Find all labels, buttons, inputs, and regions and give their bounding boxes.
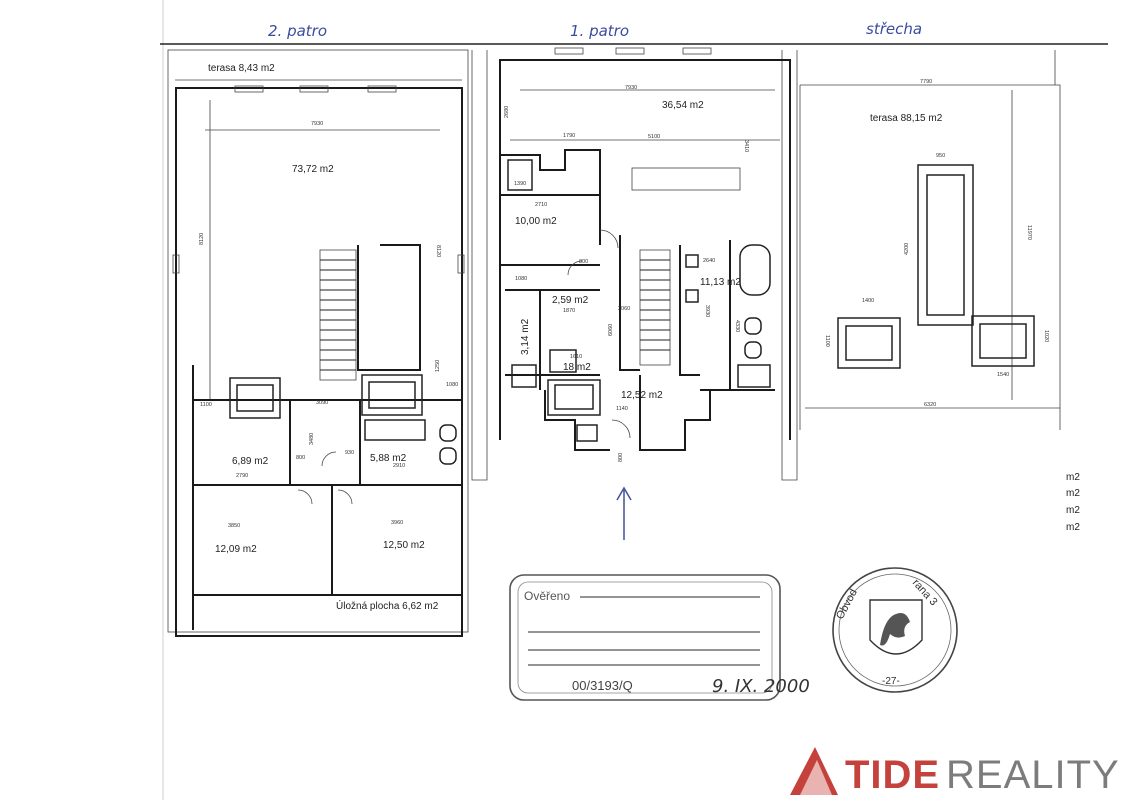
dim: 4330 — [734, 320, 740, 332]
dim: 2910 — [393, 463, 405, 469]
floor1-room1-area: 10,00 m2 — [515, 216, 557, 227]
floor1-room5-area: 11,13 m2 — [700, 277, 741, 288]
roof-skylight-a — [837, 317, 901, 369]
dim: 2790 — [236, 473, 248, 479]
dim: 2060 — [618, 306, 630, 312]
area-list-item: m2 — [1066, 505, 1080, 516]
dim: 1020 — [1043, 330, 1049, 342]
floor2-main-area: 73,72 m2 — [292, 164, 334, 175]
roof-skylight-b — [971, 315, 1035, 367]
area-list-item: m2 — [1066, 472, 1080, 483]
brand-reality: REALITY — [946, 753, 1120, 797]
dim: 3960 — [391, 520, 403, 526]
dim: 6320 — [924, 402, 936, 408]
area-list-item: m2 — [1066, 488, 1080, 499]
stamp-date: 9. IX. 2000 — [712, 676, 810, 697]
floor2-room3-area: 12,09 m2 — [215, 544, 257, 555]
dim: 8120 — [199, 233, 205, 245]
dim: 1390 — [514, 181, 526, 187]
dim: 1870 — [563, 308, 575, 314]
floor1-room2-area: 2,59 m2 — [552, 295, 589, 306]
floor2-storage-area: Úložná plocha 6,62 m2 — [336, 599, 439, 612]
floor1-bathtub — [739, 244, 771, 296]
floor1-room3-area: 3,14 m2 — [520, 318, 531, 355]
floor2-outline — [167, 49, 469, 633]
floor2-room1-area: 6,89 m2 — [232, 456, 269, 467]
dim: 6060 — [608, 324, 614, 336]
dim: 2680 — [504, 106, 510, 118]
official-seal: Obvod rana 3 -27- — [832, 567, 958, 693]
dim: 1080 — [446, 382, 458, 388]
roof-plan: terasa 88,15 m2 7790 950 4200 11970 1400… — [799, 50, 1080, 533]
dim: 2710 — [535, 202, 547, 208]
floor1-plan: 36,54 m2 10,00 m2 2,59 m2 3,14 m2 18 m2 … — [471, 47, 798, 540]
heading-roof: střecha — [866, 20, 922, 38]
verification-stamp: Ověřeno 00/3193/Q 9. IX. 2000 — [509, 574, 810, 701]
dim: 3480 — [309, 433, 315, 445]
floor2-plan: terasa 8,43 m2 73,72 m2 6,89 m2 5,88 m2 … — [167, 49, 469, 637]
dim: 950 — [936, 153, 945, 159]
stamp-title: Ověřeno — [524, 589, 570, 603]
floor2-terrace-label: terasa 8,43 m2 — [208, 63, 275, 74]
seal-number: -27- — [882, 676, 900, 687]
dim: 8120 — [435, 245, 441, 257]
dim: 7790 — [920, 79, 932, 85]
seal-text-right: rana 3 — [910, 577, 940, 608]
dim: 7930 — [625, 85, 637, 91]
dim: 11970 — [1026, 225, 1032, 240]
roof-skylight-long — [917, 164, 974, 326]
dim: 7930 — [311, 121, 323, 127]
heading-floor2: 2. patro — [268, 22, 327, 40]
dim: 1790 — [563, 133, 575, 139]
tide-reality-logo: TIDE REALITY — [790, 747, 1120, 797]
floor1-room6-area: 12,52 m2 — [621, 390, 663, 401]
brand-tide: TIDE — [845, 753, 940, 797]
dim: 3090 — [316, 400, 328, 406]
floor2-room2-area: 5,88 m2 — [370, 453, 407, 464]
heading-floor1: 1. patro — [570, 22, 629, 40]
roof-terrace-label: terasa 88,15 m2 — [870, 113, 943, 124]
dim: 930 — [345, 450, 354, 456]
floor2-room4-area: 12,50 m2 — [383, 540, 425, 551]
dim: 1100 — [824, 335, 830, 347]
floor2-skylight-a — [229, 377, 281, 419]
seal-shield-icon — [869, 599, 923, 655]
dim: 3930 — [704, 305, 710, 317]
dim: 3410 — [743, 140, 749, 152]
floor2-skylight-b — [361, 374, 423, 416]
floor1-room4-area: 18 m2 — [563, 362, 591, 373]
dim: 1250 — [435, 360, 441, 372]
dim: 1140 — [616, 406, 628, 412]
dim: 3850 — [228, 523, 240, 529]
dim: 800 — [579, 259, 588, 265]
dim: 1400 — [862, 298, 874, 304]
area-list-item: m2 — [1066, 522, 1080, 533]
dim: 1610 — [570, 354, 582, 360]
dim: 800 — [618, 453, 624, 462]
dim: 5100 — [648, 134, 660, 140]
dim: 1100 — [200, 402, 212, 408]
lion-icon — [880, 613, 910, 646]
dim: 1540 — [997, 372, 1009, 378]
dim: 1080 — [515, 276, 527, 282]
dim: 800 — [296, 455, 305, 461]
dim: 2640 — [703, 258, 715, 264]
stamp-code: 00/3193/Q — [572, 678, 633, 693]
floor2-walls — [175, 87, 463, 637]
dim: 4200 — [904, 243, 910, 255]
floor1-main-area: 36,54 m2 — [662, 100, 704, 111]
